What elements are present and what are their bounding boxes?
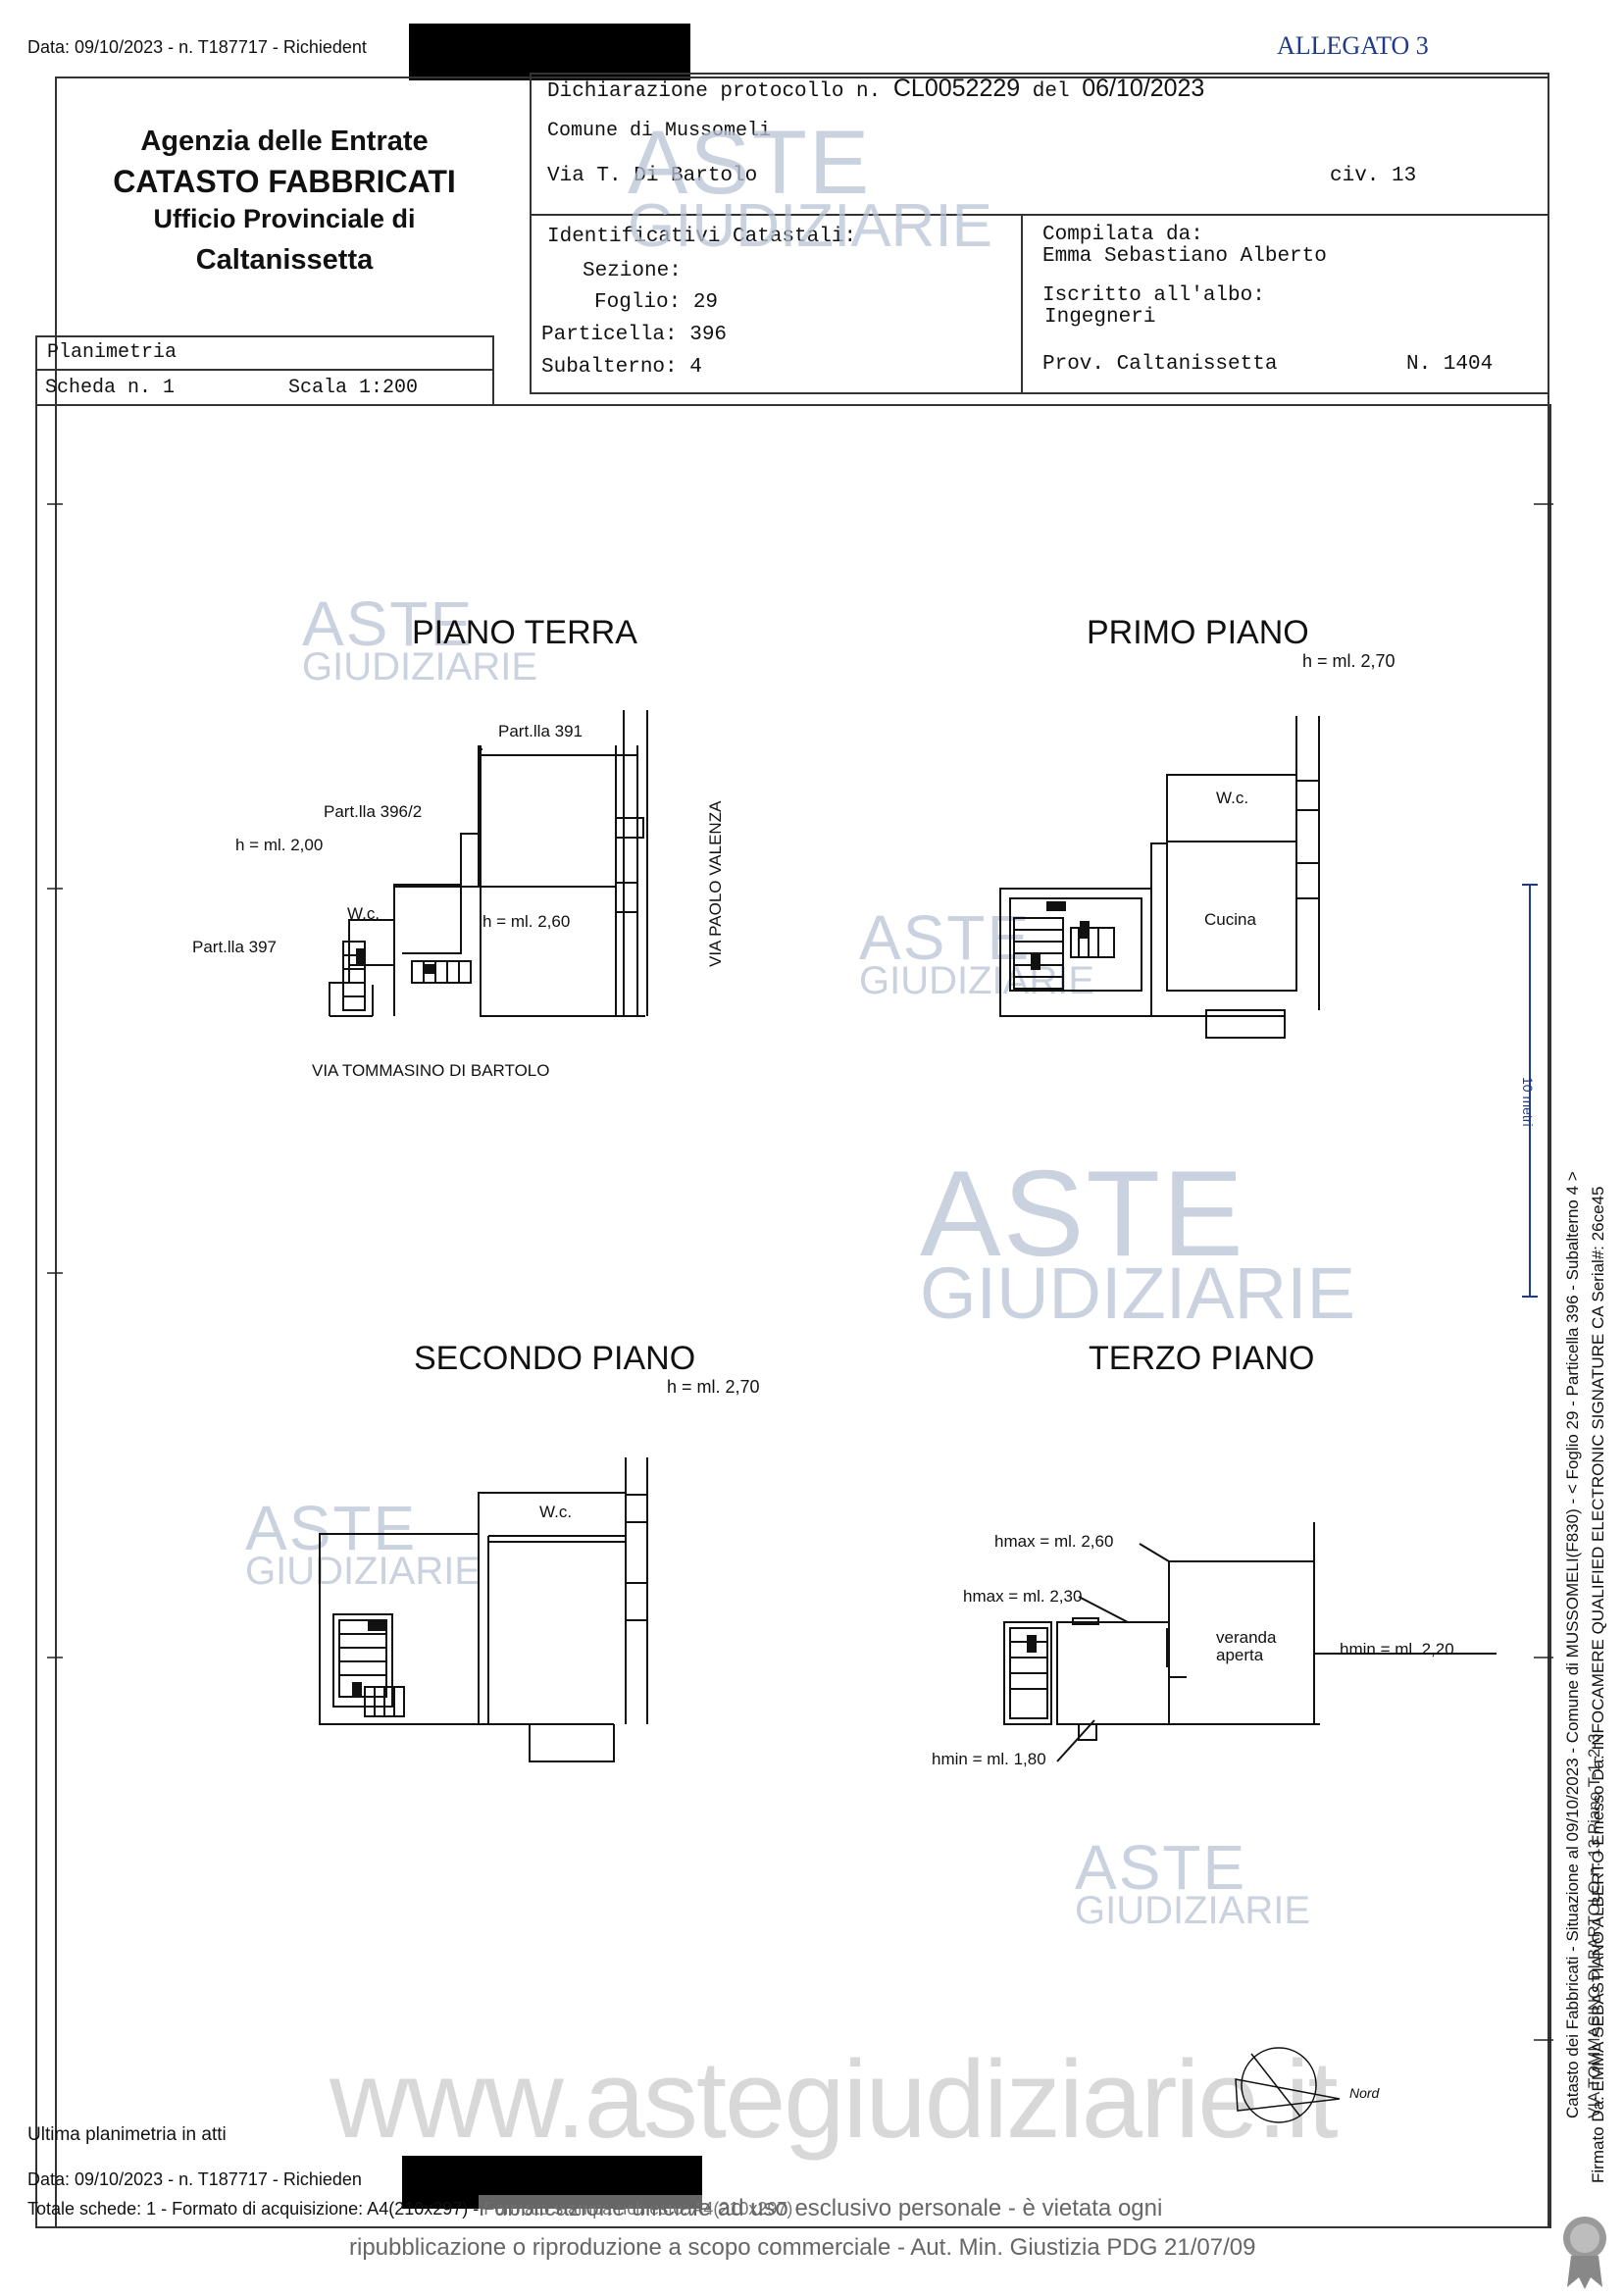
redaction-top [409,24,690,80]
side-text-1: Catasto dei Fabbricati - Situazione al 0… [1563,1171,1582,2118]
terra-h2: h = ml. 2,60 [482,912,571,931]
plan-secondo [319,1457,648,1762]
secondo-h: h = ml. 2,70 [667,1377,760,1397]
terzo-veranda2: aperta [1216,1646,1264,1664]
primo-wc: W.c. [1216,789,1249,807]
planimetria-label: Planimetria [47,341,178,364]
piano-terra-title: PIANO TERRA [412,614,637,651]
allegato-label: ALLEGATO 3 [1277,31,1429,60]
subalterno-label: Subalterno: 4 [541,356,702,379]
header-line: Data: 09/10/2023 - n. T187717 - Richiede… [27,37,367,57]
watermark-terra: ASTE GIUDIZIARIE [302,588,538,689]
via-label: Via T. Di Bartolo [547,165,758,187]
watermark-url: www.astegiudiziarie.it [330,2038,1339,2161]
civico-label: civ. 13 [1330,165,1417,187]
compiler-name: Emma Sebastiano Alberto [1042,245,1327,268]
ufficio-label: Ufficio Provinciale di [153,204,416,233]
footer-pubblicazione-2: ripubblicazione o riproduzione a scopo c… [349,2234,1256,2261]
footer-totale: Totale schede: 1 - Formato di acquisizio… [27,2199,793,2219]
footer-data-line: Data: 09/10/2023 - n. T187717 - Richiede… [27,2169,362,2189]
identifiers-divider [1021,214,1023,392]
terra-via-paolo: VIA PAOLO VALENZA [706,800,725,967]
terra-wc: W.c. [347,904,381,923]
drawing-frame [35,404,1551,2228]
scala-label: Scala 1:200 [288,377,419,399]
albo-label: Iscritto all'albo: [1042,284,1265,307]
province-label: Prov. Caltanissetta [1042,353,1278,376]
primo-piano-title: PRIMO PIANO [1087,614,1309,651]
footer-pubblicazione-1: Pubblicazione ufficiale ad uso esclusivo… [479,2195,1163,2222]
watermark-center: ASTE GIUDIZIARIE [920,1147,1356,1334]
north-label: Nord [1349,2085,1380,2101]
identifiers-title: Identificativi Catastali: [547,226,857,248]
terzo-hmax1: hmax = ml. 2,60 [994,1532,1114,1551]
agency-name: Agenzia delle Entrate [140,126,429,157]
register-number: N. 1404 [1406,353,1494,376]
del-label: del [1032,80,1070,103]
compiled-by-label: Compilata da: [1042,224,1203,246]
agency-block: Agenzia delle Entrate CATASTO FABBRICATI… [69,126,500,277]
secondo-wc: W.c. [539,1503,573,1521]
catasto-title: CATASTO FABBRICATI [113,164,456,199]
ultima-planimetria: Ultima planimetria in atti [27,2124,227,2145]
scale-bar-label: 10 metri [1520,1077,1536,1127]
sezione-label: Sezione: [583,260,682,282]
frame-ticks [47,503,1553,2041]
terzo-piano-title: TERZO PIANO [1089,1340,1315,1377]
watermark-header: ASTE GIUDIZIARIE [628,113,993,260]
terzo-hmin2: hmin = ml. 1,80 [932,1750,1046,1768]
declaration-line: Dichiarazione protocollo n. CL0052229 de… [547,75,1204,103]
terzo-veranda1: veranda [1216,1628,1277,1647]
watermark-secondo: ASTE GIUDIZIARIE [245,1493,482,1593]
declaration-date: 06/10/2023 [1082,75,1205,102]
terra-part391: Part.lla 391 [498,722,583,740]
foglio-label: Foglio: 29 [594,291,719,314]
particella-label: Particella: 396 [541,324,728,346]
plan-primo [999,716,1320,1039]
terzo-hmax2: hmax = ml. 2,30 [963,1587,1083,1606]
side-text-3: Firmato Da: EMMA SEBASTIANO ALBERTO Emes… [1589,1186,1607,2184]
scale-bar [1522,884,1538,1298]
city-label: Caltanissetta [195,244,374,276]
declaration-prefix: Dichiarazione protocollo n. [547,80,882,103]
primo-cucina: Cucina [1204,910,1256,929]
plan-terra [329,710,648,1017]
terzo-hmin1: hmin = ml. 2,20 [1340,1640,1454,1658]
protocol-number: CL0052229 [892,75,1021,102]
terra-part396-2: Part.lla 396/2 [324,802,423,821]
scheda-label: Scheda n. 1 [45,377,176,399]
planimetria-divider [35,369,494,371]
watermark-terzo: ASTE GIUDIZIARIE [1075,1832,1311,1932]
terra-via-tommasino: VIA TOMMASINO DI BARTOLO [312,1061,550,1080]
secondo-piano-title: SECONDO PIANO [414,1340,696,1377]
seal-icon [1563,2217,1606,2289]
identifiers-box [530,214,1549,394]
primo-h: h = ml. 2,70 [1302,651,1396,671]
north-arrow [1235,2047,1341,2123]
terra-part397: Part.lla 397 [192,938,277,956]
comune-label: Comune di Mussomeli [547,120,772,142]
albo-value: Ingegneri [1044,306,1156,329]
plan-terzo [1003,1522,1497,1762]
terra-h1: h = ml. 2,00 [235,836,324,854]
redaction-footer [402,2156,702,2209]
